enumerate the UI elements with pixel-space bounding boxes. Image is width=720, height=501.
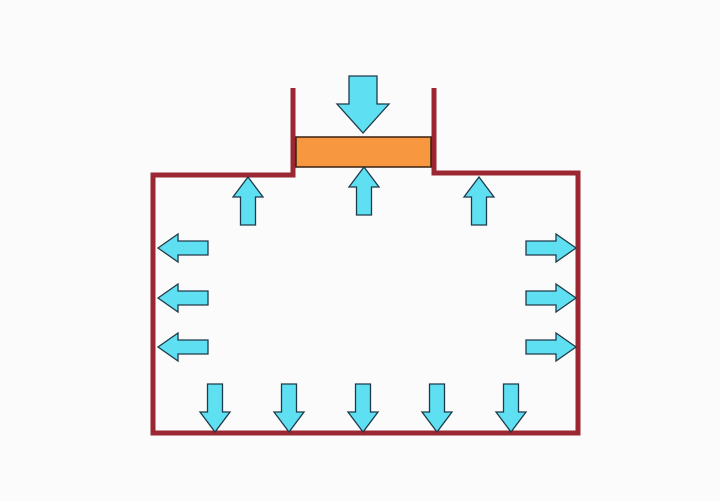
pressure-arrows — [156, 75, 578, 434]
right-wall-arrow-icon — [525, 282, 578, 314]
piston-reaction-arrow-icon — [347, 165, 381, 216]
bottom-wall-arrow-icon — [494, 383, 528, 434]
bottom-wall-arrow-icon — [198, 383, 232, 434]
bottom-wall-arrow-icon — [272, 383, 306, 434]
bottom-wall-arrow-icon — [346, 383, 380, 434]
left-wall-arrow-icon — [156, 282, 209, 314]
bottom-wall-arrow-icon — [420, 383, 454, 434]
top-wall-arrow-icon — [231, 175, 265, 226]
piston — [295, 136, 432, 168]
left-wall-arrow-icon — [156, 331, 209, 363]
left-wall-arrow-icon — [156, 232, 209, 264]
container-outline — [150, 88, 581, 436]
right-wall-arrow-icon — [525, 232, 578, 264]
right-wall-arrow-icon — [525, 331, 578, 363]
top-wall-arrow-icon — [462, 175, 496, 226]
applied-force-arrow-icon — [335, 75, 391, 134]
